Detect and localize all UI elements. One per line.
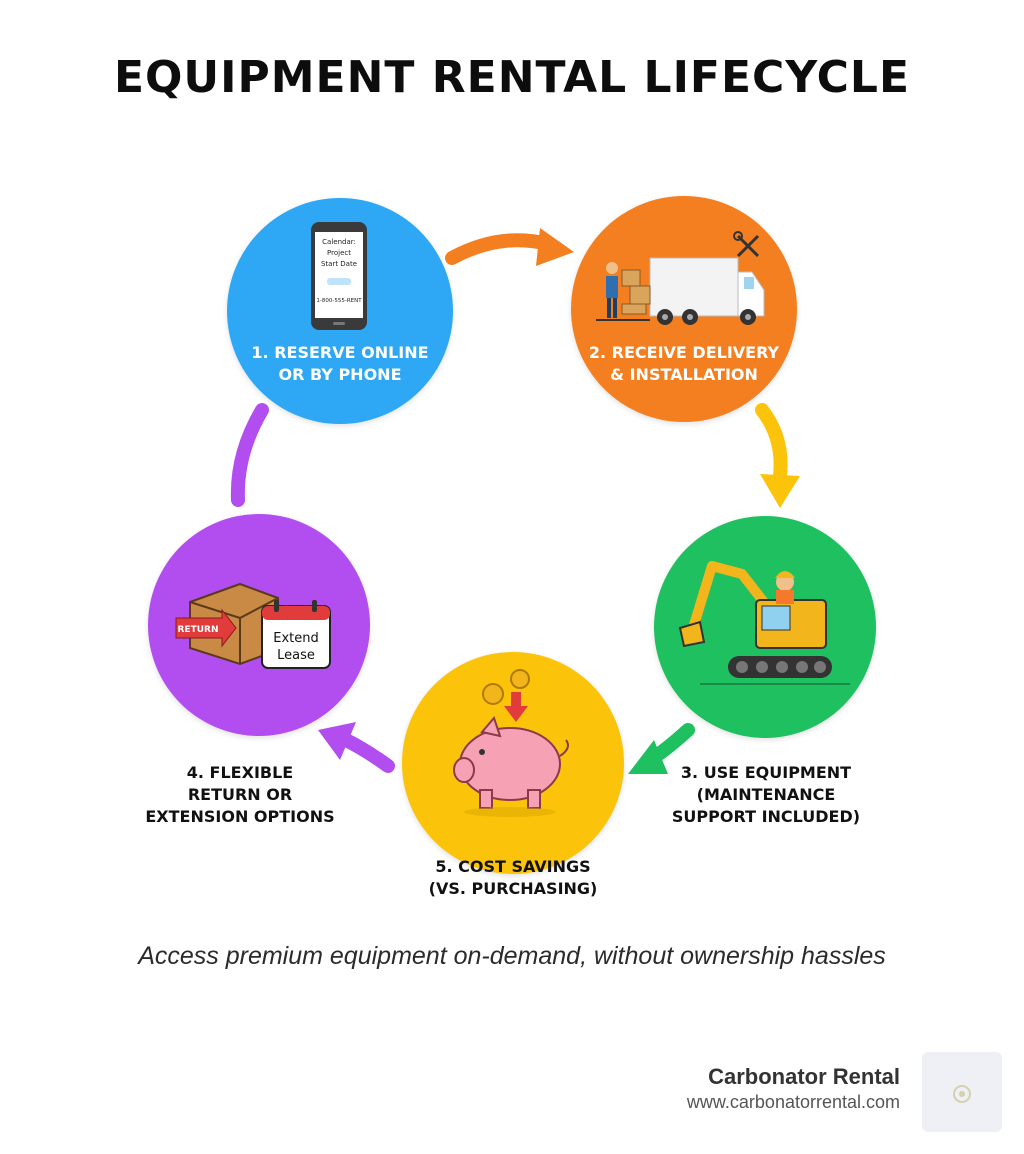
return-box-calendar-icon: RETURN Extend Lease [175, 582, 331, 669]
brand-url[interactable]: www.carbonatorrental.com [686, 1092, 900, 1112]
phone-line-2: Project [327, 249, 351, 257]
calendar-line-1: Extend [273, 631, 319, 646]
step-3-label: 3. USE EQUIPMENT (MAINTENANCE SUPPORT IN… [656, 762, 876, 828]
brand-name: Carbonator Rental [708, 1064, 900, 1089]
step-1-line-1: 1. RESERVE ONLINE [251, 343, 429, 362]
arrow-5-to-4 [318, 722, 395, 773]
step-2-line-1: 2. RECEIVE DELIVERY [588, 343, 780, 362]
arrow-1-to-2 [445, 228, 574, 266]
piggy-bank-icon [453, 669, 569, 817]
tagline: Access premium equipment on-demand, with… [138, 942, 886, 970]
step-5-line-1: 5. COST SAVINGS [435, 857, 591, 876]
arrow-4-to-1 [230, 403, 269, 507]
arrow-2-to-3 [755, 403, 800, 508]
step-2-label: 2. RECEIVE DELIVERY & INSTALLATION [584, 342, 784, 386]
step-5-label: 5. COST SAVINGS (VS. PURCHASING) [403, 856, 623, 900]
step-3-line-2: (MAINTENANCE [696, 785, 836, 804]
step-4-label: 4. FLEXIBLE RETURN OR EXTENSION OPTIONS [130, 762, 350, 828]
tools-icon [733, 231, 760, 258]
excavator-icon [678, 561, 850, 685]
delivery-truck-icon [596, 231, 765, 325]
step-1-line-2: OR BY PHONE [278, 365, 402, 384]
diagram-title: EQUIPMENT RENTAL LIFECYCLE [113, 52, 911, 103]
smartphone-icon: Calendar: Project Start Date 1-800-555-R… [311, 222, 367, 330]
step-1-label: 1. RESERVE ONLINE OR BY PHONE [240, 342, 440, 386]
step-4-line-2: RETURN OR [187, 785, 293, 804]
step-5-line-2: (VS. PURCHASING) [428, 879, 598, 898]
step-4-line-1: 4. FLEXIBLE [186, 763, 294, 782]
phone-number: 1-800-555-RENT [316, 298, 362, 304]
step-3-line-3: SUPPORT INCLUDED) [671, 807, 861, 826]
step-3-line-1: 3. USE EQUIPMENT [680, 763, 852, 782]
step-2-line-2: & INSTALLATION [610, 365, 758, 384]
brand-block: Carbonator Rental www.carbonatorrental.c… [687, 1064, 900, 1113]
phone-line-1: Calendar: [322, 238, 356, 246]
logo-icon [953, 1085, 971, 1103]
return-tag-text: RETURN [178, 625, 219, 635]
arrow-3-to-5 [628, 723, 695, 774]
calendar-line-2: Lease [277, 648, 315, 663]
calendar-icon: Extend Lease [261, 600, 331, 669]
brand-logo [922, 1052, 1002, 1132]
step-4-line-3: EXTENSION OPTIONS [145, 807, 335, 826]
phone-line-3: Start Date [321, 260, 357, 268]
